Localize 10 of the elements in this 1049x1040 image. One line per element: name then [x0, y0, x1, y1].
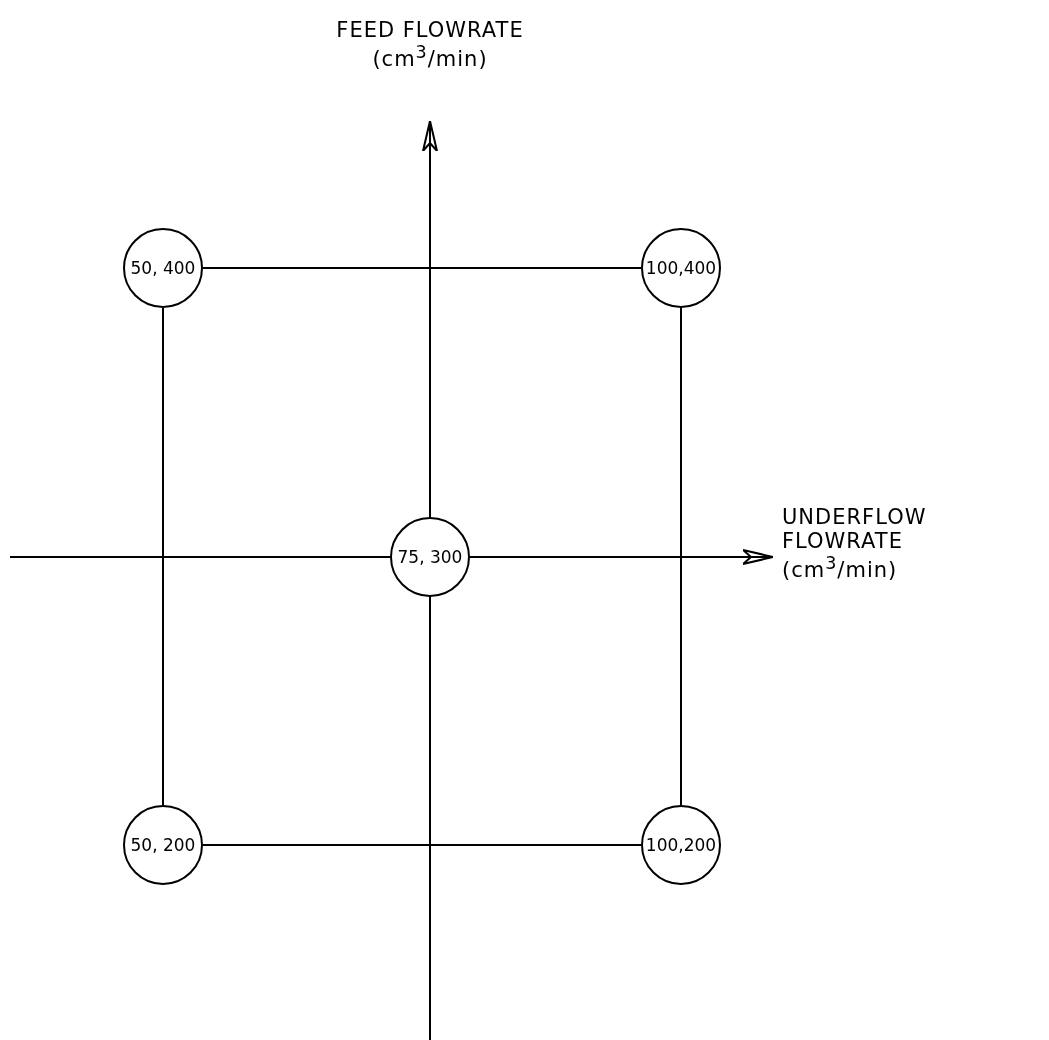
point-label: 50, 200: [130, 835, 196, 855]
point-label: 75, 300: [397, 547, 463, 567]
point-label: 100,200: [645, 835, 717, 855]
connector-line: [162, 307, 164, 806]
axis-label: FEED FLOWRATE (cm$^{3}$/min): [335, 18, 525, 71]
connector-line: [202, 844, 642, 846]
connector-line: [202, 267, 642, 269]
point-label: 50, 400: [130, 258, 196, 278]
point-label: 100,400: [645, 258, 717, 278]
connector-line: [680, 307, 682, 806]
